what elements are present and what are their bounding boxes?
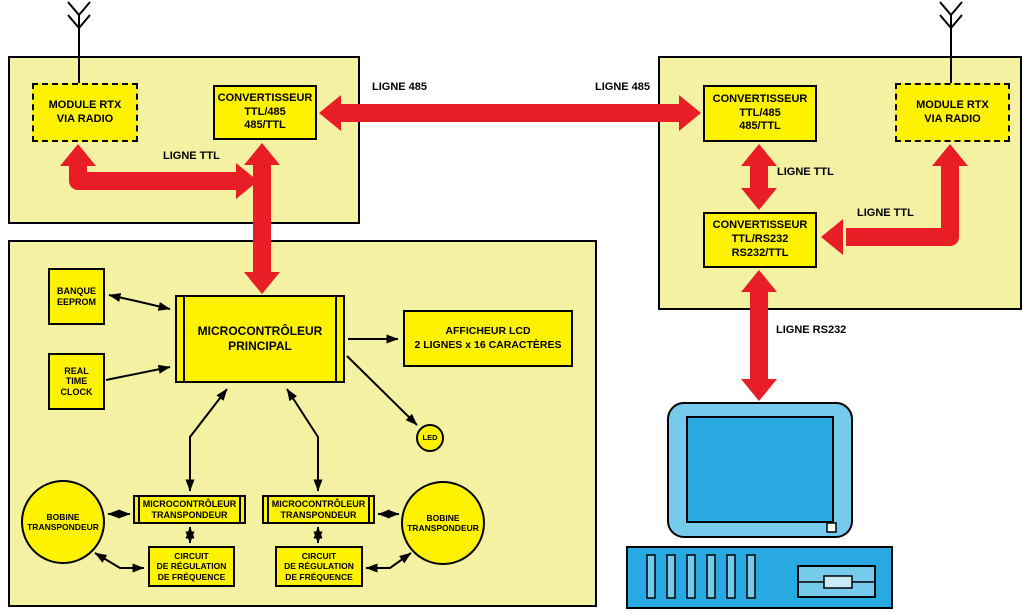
computer-illustration bbox=[626, 402, 893, 609]
block-banque-eeprom: BANQUE EEPROM bbox=[48, 268, 105, 325]
block-led: LED bbox=[416, 424, 444, 452]
label-ligne-485-left: LIGNE 485 bbox=[372, 81, 428, 93]
block-microcontroleur-principal: MICROCONTRÔLEUR PRINCIPAL bbox=[175, 295, 345, 383]
connector-bobine-circuit-left bbox=[94, 552, 145, 573]
block-module-rtx-right: MODULE RTX VIA RADIO bbox=[895, 83, 1010, 142]
label-ligne-ttl-right-2: LIGNE TTL bbox=[857, 207, 914, 219]
antenna-left-icon bbox=[67, 1, 91, 85]
antenna-right-icon bbox=[939, 1, 963, 85]
block-module-rtx-left: MODULE RTX VIA RADIO bbox=[32, 83, 138, 142]
red-arrow-converter-to-micro bbox=[244, 143, 280, 294]
red-arrow-ligne-rs232 bbox=[741, 270, 777, 401]
monitor-power-button-icon bbox=[826, 522, 837, 533]
block-microcontroleur-transpondeur-right: MICROCONTRÔLEUR TRANSPONDEUR bbox=[262, 495, 375, 524]
block-convertisseur-ttl485-left: CONVERTISSEUR TTL/485 485/TTL bbox=[213, 85, 317, 140]
block-bobine-transpondeur-right: BOBINE TRANSPONDEUR bbox=[401, 481, 485, 565]
label-ligne-rs232: LIGNE RS232 bbox=[776, 324, 847, 336]
connector-micro-led bbox=[346, 355, 418, 426]
red-arrow-ligne-485-bus bbox=[319, 95, 701, 131]
block-afficheur-lcd: AFFICHEUR LCD 2 LIGNES x 16 CARACTÈRES bbox=[403, 310, 573, 367]
red-arrow-ligne-ttl-right-vertical bbox=[741, 144, 777, 210]
label-ligne-ttl-top-left: LIGNE TTL bbox=[163, 150, 220, 162]
block-circuit-regulation-right: CIRCUIT DE RÉGULATION DE FRÉQUENCE bbox=[275, 546, 363, 587]
connector-eeprom-micro bbox=[108, 293, 171, 311]
block-bobine-transpondeur-left: BOBINE TRANSPONDEUR bbox=[21, 480, 105, 564]
block-circuit-regulation-left: CIRCUIT DE RÉGULATION DE FRÉQUENCE bbox=[148, 546, 235, 587]
red-arrow-ligne-ttl-right-elbow bbox=[821, 144, 968, 255]
block-convertisseur-ttl485-right: CONVERTISSEUR TTL/485 485/TTL bbox=[703, 85, 817, 142]
floppy-drive-icon bbox=[797, 565, 876, 598]
connector-micro-transpondeur-left bbox=[185, 388, 228, 492]
label-ligne-ttl-right-1: LIGNE TTL bbox=[777, 166, 834, 178]
label-ligne-485-right: LIGNE 485 bbox=[595, 81, 651, 93]
connector-micro-transpondeur-right bbox=[286, 388, 323, 492]
block-convertisseur-ttlrs232: CONVERTISSEUR TTL/RS232 RS232/TTL bbox=[703, 212, 817, 268]
block-real-time-clock: REAL TIME CLOCK bbox=[48, 353, 105, 410]
connector-rtc-micro bbox=[105, 364, 171, 381]
red-arrow-ligne-ttl-left-elbow bbox=[60, 144, 258, 199]
block-microcontroleur-transpondeur-left: MICROCONTRÔLEUR TRANSPONDEUR bbox=[133, 495, 246, 524]
monitor-screen bbox=[686, 416, 834, 523]
connector-circuit-bobine-right bbox=[365, 552, 412, 573]
